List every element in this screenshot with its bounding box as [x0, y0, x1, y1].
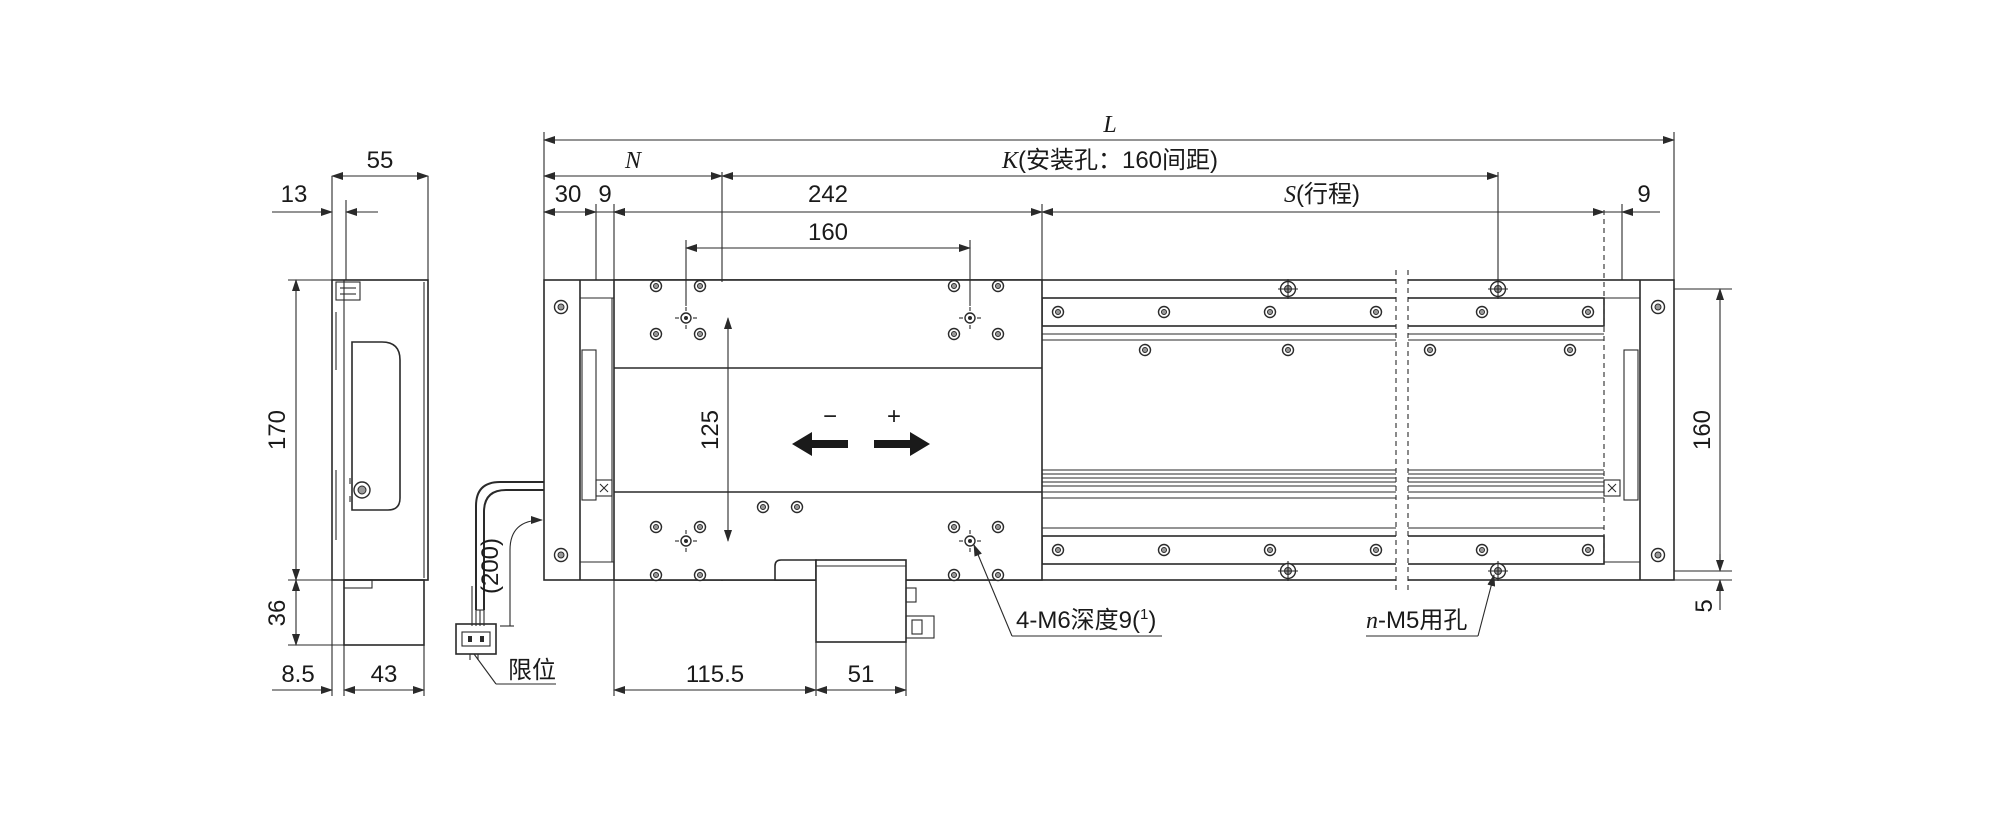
- dim-5: 5: [1691, 599, 1718, 612]
- dim-9-left: 9: [598, 181, 611, 208]
- dim-30: 30: [555, 181, 582, 208]
- limit-connector: [455, 623, 497, 655]
- dim-125: 125: [697, 410, 724, 450]
- actuator-frame: [543, 279, 1675, 581]
- callout-mounting-holes: n-M5用孔: [1366, 607, 1467, 634]
- direction-minus: −: [823, 403, 837, 430]
- callout-tapped-holes: 4-M6深度9(1): [1016, 606, 1156, 634]
- dim-13: 13: [281, 181, 308, 208]
- dim-L: L: [1102, 112, 1116, 138]
- side-body-inner: [343, 279, 429, 581]
- label-limit: 限位: [508, 657, 556, 684]
- slider-table: [613, 279, 1043, 581]
- side-view: 55 13 170 36 8.5 43: [264, 147, 429, 696]
- dim-160-width: 160: [1689, 410, 1716, 450]
- dim-9-right: 9: [1637, 181, 1650, 208]
- direction-plus: +: [887, 403, 901, 430]
- motor-box: [815, 559, 907, 643]
- callouts: 4-M6深度9(1) n-M5用孔: [973, 544, 1496, 637]
- side-window: [351, 341, 401, 511]
- dim-36: 36: [264, 600, 291, 627]
- dim-160-pitch: 160: [808, 219, 848, 246]
- side-top-flange: [335, 281, 361, 301]
- top-view-dimensions: L N K(安装孔：160间距) 30 9 242 S(行程) 9 160 12…: [543, 112, 1732, 696]
- dim-115-5: 115.5: [686, 661, 744, 688]
- cable-assembly: (200) 限位: [455, 481, 556, 685]
- lower-rail: [1041, 535, 1605, 565]
- dim-S: S(行程): [1284, 181, 1360, 208]
- top-view: − +: [543, 210, 1675, 643]
- dim-242: 242: [808, 181, 848, 208]
- upper-rail: [1041, 297, 1605, 327]
- dim-N: N: [624, 148, 643, 174]
- dim-K: K(安装孔：160间距): [1001, 147, 1218, 174]
- dim-43: 43: [371, 661, 398, 688]
- dim-51: 51: [848, 661, 875, 688]
- dim-8-5: 8.5: [281, 661, 314, 688]
- side-base: [343, 579, 425, 646]
- side-body: [331, 279, 429, 581]
- dim-200: (200): [477, 538, 504, 594]
- dim-170: 170: [264, 410, 291, 450]
- dim-55: 55: [367, 147, 394, 174]
